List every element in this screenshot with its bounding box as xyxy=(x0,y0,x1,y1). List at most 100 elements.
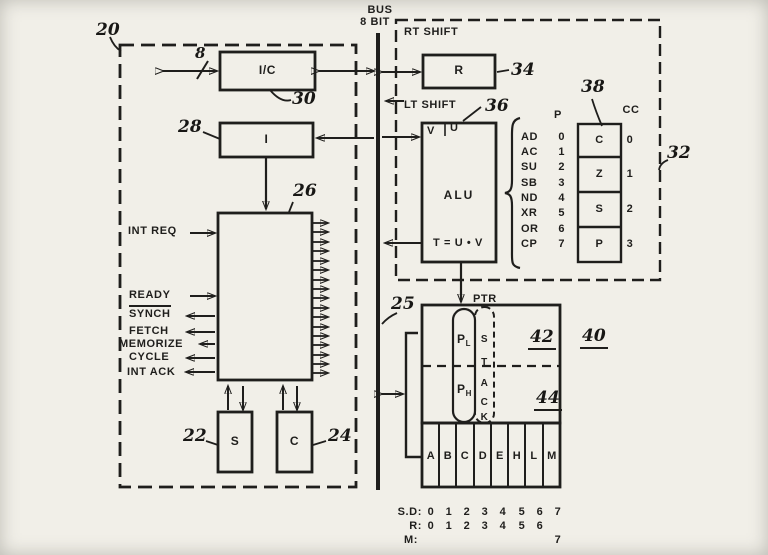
c-box xyxy=(275,410,314,474)
ref-25: 25 xyxy=(391,294,415,314)
cc-num-0: 0 xyxy=(626,134,634,146)
legend-label-r: R: xyxy=(409,520,422,532)
rt-shift-label: RT SHIFT xyxy=(404,26,459,38)
legend-sd-7: 7 xyxy=(554,506,562,518)
register-file-box xyxy=(420,303,562,489)
stack-letter: K xyxy=(480,412,489,423)
ref-32: 32 xyxy=(667,143,691,163)
ref-44: 44 xyxy=(534,388,562,411)
ref-34: 34 xyxy=(511,60,535,80)
legend-sd-5: 5 xyxy=(518,506,526,518)
timing-sc-arrows xyxy=(228,386,297,410)
ptr-capsule xyxy=(451,307,477,424)
ref-42: 42 xyxy=(528,327,556,350)
reg-cell-a: A xyxy=(426,450,436,462)
stack-capsule xyxy=(474,306,495,424)
cc-cell-s: S xyxy=(595,203,604,215)
signal-cycle: CYCLE xyxy=(129,351,170,363)
s-box-label: S xyxy=(230,434,240,448)
ptr-label: PTR xyxy=(473,293,497,305)
pl-register-label: PL xyxy=(457,332,472,348)
ref-36: 36 xyxy=(485,96,509,116)
legend-sd-6: 6 xyxy=(536,506,544,518)
legend-r-1: 1 xyxy=(445,520,453,532)
ref-38: 38 xyxy=(581,77,605,97)
reg-cell-c: C xyxy=(460,450,470,462)
cc-header: CC xyxy=(622,104,640,116)
lt-shift-label: LT SHIFT xyxy=(404,99,457,111)
ic-width-arrow xyxy=(163,60,217,80)
bus-label: BUS xyxy=(367,4,393,16)
legend-r-3: 3 xyxy=(481,520,489,532)
legend-sd-0: 0 xyxy=(427,506,435,518)
reg-cell-m: M xyxy=(547,450,557,462)
ref-20: 20 xyxy=(96,20,120,40)
cc-num-1: 1 xyxy=(626,168,634,180)
cc-stack-box xyxy=(576,122,623,264)
alu-box xyxy=(420,121,498,264)
cc-num-3: 3 xyxy=(626,238,634,250)
cc-num-2: 2 xyxy=(626,203,634,215)
ic-bus-width: 8 xyxy=(195,44,206,62)
op-table-header: P xyxy=(554,109,562,121)
s-box xyxy=(216,410,254,474)
signal-int-req: INT REQ xyxy=(128,225,177,237)
timing-output-arrows xyxy=(313,223,328,373)
signal-arrows xyxy=(186,233,215,372)
legend-label-sd: S.D: xyxy=(397,506,422,518)
reg-cell-e: E xyxy=(496,450,504,462)
legend-m-7: 7 xyxy=(554,534,562,546)
reg-cell-l: L xyxy=(530,450,538,462)
reg-cell-d: D xyxy=(478,450,488,462)
op-list-brace xyxy=(504,116,521,270)
i-box-label: I xyxy=(264,132,269,146)
legend-r-2: 2 xyxy=(463,520,471,532)
ic-box-label: I/C xyxy=(258,63,277,77)
reg-cell-h: H xyxy=(512,450,522,462)
cpu-dashed-box xyxy=(118,43,358,489)
reg-cell-b: B xyxy=(443,450,453,462)
cc-cell-z: Z xyxy=(595,168,604,180)
ref-30: 30 xyxy=(292,89,316,109)
stack-letter: A xyxy=(480,378,489,389)
stack-letter: C xyxy=(480,397,489,408)
ref-24: 24 xyxy=(328,426,352,446)
legend-r-5: 5 xyxy=(518,520,526,532)
ph-register-label: PH xyxy=(457,382,472,398)
signal-ready: READY xyxy=(129,289,171,301)
ref-28: 28 xyxy=(178,117,202,137)
alu-dashed-box xyxy=(394,18,662,282)
legend-sd-3: 3 xyxy=(481,506,489,518)
signal-int-ack: INT ACK xyxy=(127,366,176,378)
cc-cell-p: P xyxy=(595,238,604,250)
alu-label: ALU xyxy=(443,188,475,202)
signal-memorize: MEMORIZE xyxy=(119,338,184,350)
legend-sd-2: 2 xyxy=(463,506,471,518)
alu-v-input: V xyxy=(427,125,435,137)
ref-22: 22 xyxy=(183,426,207,446)
ref-40: 40 xyxy=(580,326,608,349)
bus-width-label: 8 BIT xyxy=(360,16,390,28)
legend-sd-1: 1 xyxy=(445,506,453,518)
c-box-label: C xyxy=(289,434,300,448)
cc-cell-c: C xyxy=(595,134,604,146)
ref-pointers xyxy=(109,36,669,446)
legend-r-6: 6 xyxy=(536,520,544,532)
r-box-label: R xyxy=(454,63,464,77)
timing-box xyxy=(216,211,314,382)
alu-output-label: T = U • V xyxy=(433,237,483,249)
legend-r-4: 4 xyxy=(499,520,507,532)
r-box xyxy=(421,53,497,90)
legend-sd-4: 4 xyxy=(499,506,507,518)
legend-label-m: M: xyxy=(403,534,418,546)
